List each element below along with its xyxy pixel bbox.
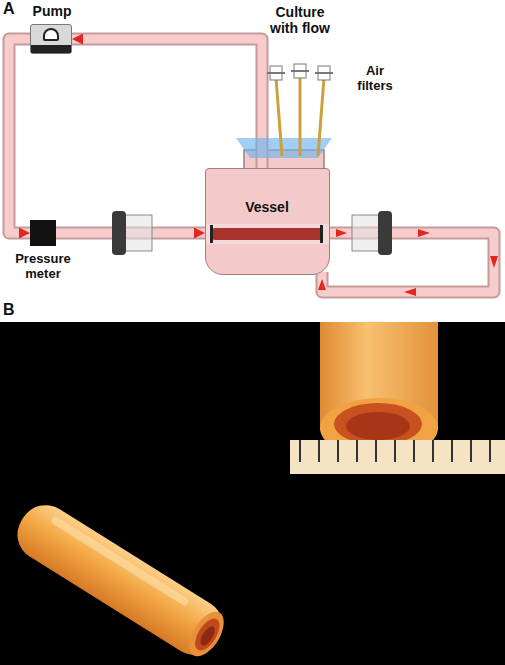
- flow-arrow: [336, 229, 347, 237]
- component-label: Vessel: [206, 199, 328, 215]
- pressure-meter-box: Pressure meter: [30, 220, 56, 246]
- photo-background: [0, 322, 505, 665]
- panel-label: A: [3, 0, 23, 18]
- annotation-label: Air filters: [350, 64, 400, 94]
- filter-funnel: [236, 138, 332, 158]
- pump-dial: [43, 28, 59, 41]
- vessel-end-photo: [320, 322, 438, 458]
- flow-arrow: [404, 288, 416, 296]
- tube-connector: [56, 233, 205, 234]
- pump-head: [31, 45, 71, 53]
- chamber-tube: [206, 224, 329, 244]
- outlet-tube: [328, 233, 392, 234]
- chamber-neck: [244, 150, 324, 170]
- return-loop-tube: [322, 233, 494, 292]
- tube-connector-fitting: [112, 211, 392, 255]
- annotation-label: Culture with flow: [262, 4, 338, 36]
- tube-connector: [9, 39, 30, 233]
- vessel-photo: [8, 495, 233, 664]
- flow-arrow: [490, 256, 498, 268]
- suture-tie: [210, 225, 213, 243]
- panel-label: B: [3, 301, 23, 319]
- flow-arrow: [418, 229, 430, 237]
- suture-tie: [320, 225, 323, 243]
- culture-chamber: Vessel: [205, 168, 330, 275]
- component-label: Pressure meter: [10, 252, 76, 282]
- air-filter-symbols: [267, 64, 333, 156]
- vessel-rod: [212, 228, 322, 240]
- flow-arrow: [318, 279, 326, 290]
- pump-box: Pump: [30, 24, 72, 54]
- ruler: [290, 440, 505, 474]
- tube-connector: [72, 39, 262, 168]
- component-label: Pump: [21, 3, 83, 19]
